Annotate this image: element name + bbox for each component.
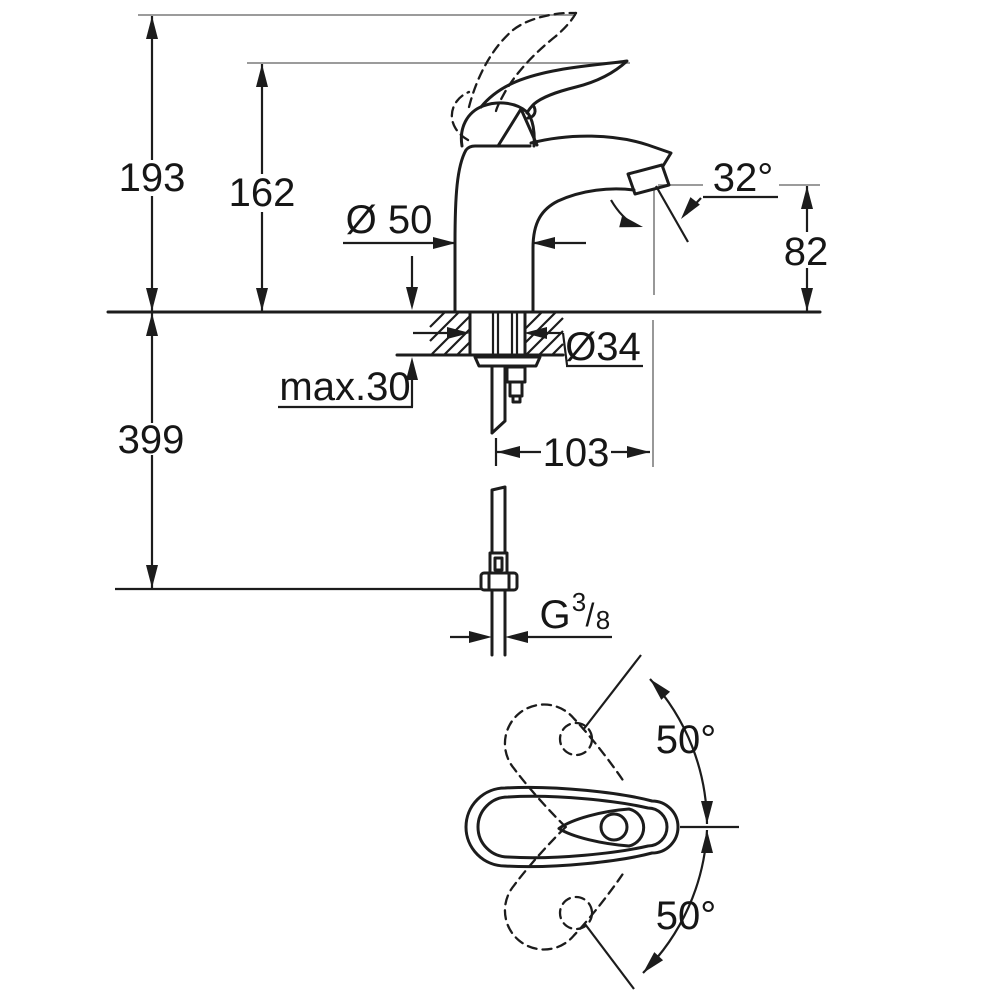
arrowhead xyxy=(146,288,158,311)
raised-lever-underside xyxy=(494,34,558,113)
arrowhead xyxy=(406,287,418,310)
faucet-body xyxy=(453,144,532,313)
handle-dome xyxy=(459,101,536,148)
annotation-spout-angle xyxy=(610,185,778,243)
counter-hatching-left xyxy=(429,311,471,356)
outlet-direction-line xyxy=(655,185,689,243)
arrowhead xyxy=(497,446,520,458)
reference-lines xyxy=(138,14,820,467)
swung-handle-cap xyxy=(503,825,624,951)
arrowhead xyxy=(645,674,671,700)
dimension-lines xyxy=(115,16,813,643)
counter-hatching-right xyxy=(524,311,564,356)
handle-swung-up xyxy=(503,703,624,829)
label-thread-numerator: 3 xyxy=(572,587,586,617)
arrowhead xyxy=(801,186,813,209)
arrowhead xyxy=(256,64,268,87)
raised-lever-tip xyxy=(554,11,578,38)
supply-pipe-upper xyxy=(490,365,507,435)
lever-hook-detail xyxy=(526,103,537,120)
label-supply-length: 399 xyxy=(118,418,185,462)
arrowhead xyxy=(433,237,456,249)
dimension-103 xyxy=(494,438,650,466)
handle-swung-down xyxy=(503,825,624,951)
connector-nut xyxy=(479,571,519,592)
supply-pipe-lower xyxy=(490,588,507,657)
arrowhead xyxy=(505,631,528,643)
aerator xyxy=(626,163,671,196)
label-max-mounting-depth: max.30 xyxy=(279,365,410,409)
dimension-193 xyxy=(146,16,158,311)
label-thread-prefix: G xyxy=(539,593,570,637)
label-swing-angle-upper: 50° xyxy=(656,718,717,762)
label-total-height: 193 xyxy=(119,156,186,200)
arrowhead xyxy=(676,197,700,223)
dimension-162 xyxy=(256,64,268,311)
handle-grip-detail xyxy=(557,807,646,848)
handle-outer-outline xyxy=(464,785,680,869)
label-thread-denominator: 8 xyxy=(596,605,610,635)
arrowhead xyxy=(469,631,492,643)
supply-pipe-middle xyxy=(490,485,507,555)
shank-outer xyxy=(468,310,527,357)
handle-swing-positions xyxy=(503,703,624,951)
label-handle-raised-height: 162 xyxy=(229,171,296,215)
swung-cap-circle-upper xyxy=(558,721,594,757)
spout-top xyxy=(529,134,673,168)
connector-nut-facets xyxy=(487,571,511,592)
swing-axis-line-upper xyxy=(582,654,642,731)
handle-top-view xyxy=(464,785,680,869)
mounting-stud xyxy=(505,365,527,404)
mounting-flange xyxy=(473,355,542,368)
dimension-82 xyxy=(801,186,813,311)
dimension-399 xyxy=(115,313,481,591)
handle-raised-position xyxy=(450,11,578,142)
swing-axis-line-lower xyxy=(584,923,635,990)
dimension-body-diameter xyxy=(343,237,586,249)
arrowhead xyxy=(701,801,713,824)
arrowhead xyxy=(146,16,158,39)
label-swing-angle-lower: 50° xyxy=(656,894,717,938)
label-spout-reach: 103 xyxy=(543,431,610,475)
arrowhead xyxy=(701,830,713,853)
dome-crease-lines xyxy=(496,107,539,148)
pipe-fitting xyxy=(488,551,509,575)
faucet-side-view xyxy=(106,59,822,657)
handle-lever xyxy=(479,59,629,115)
dimension-max-30 xyxy=(278,256,418,409)
arrowhead xyxy=(619,215,645,233)
cartridge-circle xyxy=(599,812,629,842)
label-thread-divider: / xyxy=(586,597,595,633)
spout-underside xyxy=(531,187,636,313)
dimension-thread xyxy=(450,631,612,643)
arrowhead xyxy=(256,288,268,311)
label-spout-angle: 32° xyxy=(713,156,774,200)
arrowhead xyxy=(146,313,158,336)
label-shank-diameter: Ø34 xyxy=(565,325,641,369)
arrowhead xyxy=(801,288,813,311)
raised-lever-top-edge xyxy=(467,11,578,109)
swing-angle-annotation xyxy=(582,654,739,990)
swung-handle-cap xyxy=(503,703,624,829)
label-body-diameter: Ø 50 xyxy=(346,198,433,242)
swung-cap-circle-lower xyxy=(558,895,594,931)
handle-inner-outline xyxy=(476,794,669,860)
shank-inner-lines xyxy=(491,312,519,355)
raised-lever-base xyxy=(450,90,471,142)
arrowhead xyxy=(627,446,650,458)
arrowhead xyxy=(532,237,555,249)
label-outlet-height: 82 xyxy=(784,230,829,274)
arrowhead xyxy=(146,565,158,588)
